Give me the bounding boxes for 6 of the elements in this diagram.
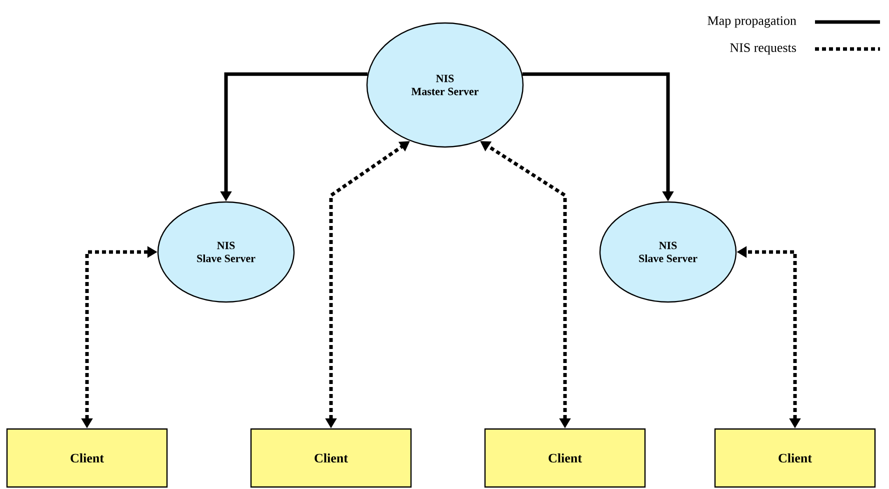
client-box: Client (6, 428, 168, 488)
client-box: Client (484, 428, 646, 488)
client-box: Client (250, 428, 412, 488)
legend-label: Map propagation (708, 16, 796, 28)
client-box: Client (714, 428, 876, 488)
legend-label: NIS requests (730, 43, 796, 55)
